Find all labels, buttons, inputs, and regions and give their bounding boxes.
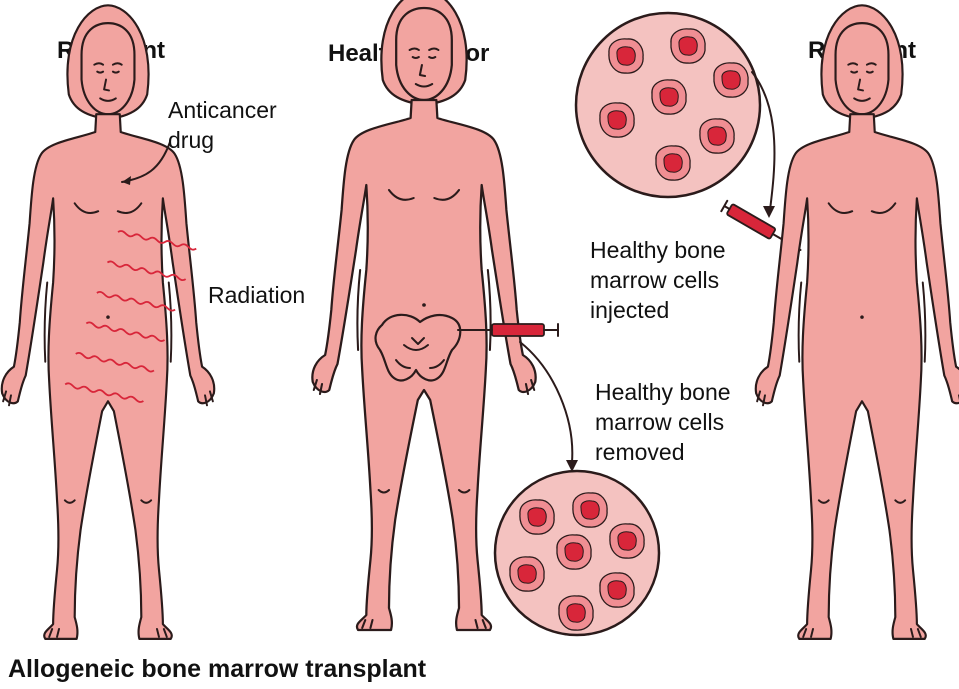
injected-arrowhead (763, 206, 775, 218)
removed-label-line1: Healthy bone (595, 379, 731, 405)
diagram-caption: Allogeneic bone marrow transplant (8, 655, 427, 683)
anticancer-drug-label-line2: drug (168, 127, 214, 153)
removed-label-line2: marrow cells (595, 409, 724, 435)
magnified-marrow-top (576, 13, 760, 197)
removed-label-line3: removed (595, 439, 684, 465)
injected-label-line2: marrow cells (590, 267, 719, 293)
anticancer-drug-label-line1: Anticancer (168, 97, 277, 123)
magnified-marrow-bottom (495, 471, 659, 635)
injected-label-line3: injected (590, 297, 669, 323)
recipient-figure-right (756, 5, 959, 639)
radiation-label: Radiation (208, 282, 305, 308)
injected-label-line1: Healthy bone (590, 237, 726, 263)
